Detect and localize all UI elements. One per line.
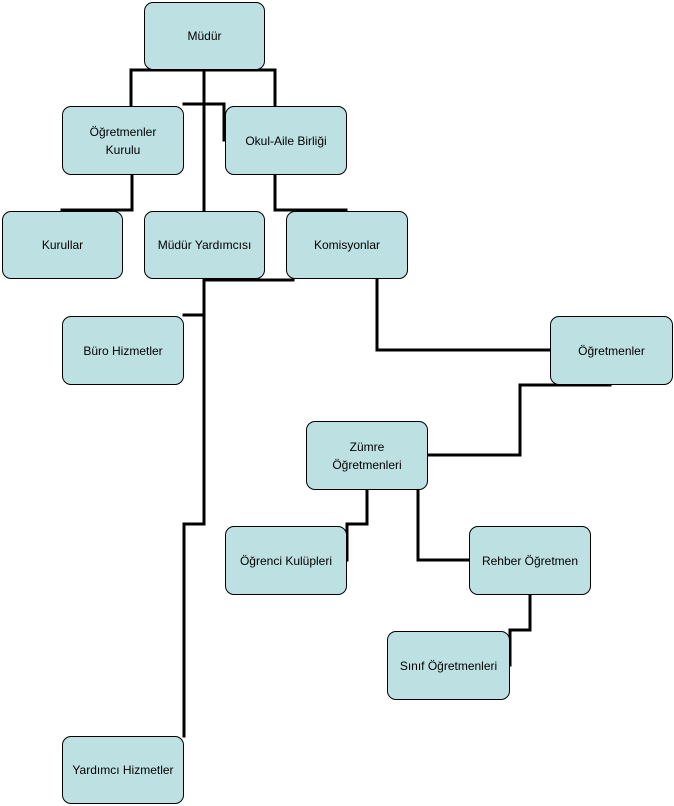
- node-rehber-ogretmen: Rehber Öğretmen: [469, 526, 591, 595]
- connector-okulaile-komisyonlar: [273, 173, 348, 212]
- node-mudur: Müdür: [144, 2, 265, 70]
- node-buro-hizmetler: Büro Hizmetler: [62, 316, 184, 385]
- connector-komisyonlar-ogretmenler: [375, 278, 552, 352]
- connector-yardimcisi-down: [182, 277, 206, 738]
- node-komisyonlar: Komisyonlar: [286, 211, 408, 279]
- node-okul-aile-birligi: Okul-Aile Birliği: [225, 106, 347, 175]
- node-sinif-ogretmenleri: Sınıf Öğretmenleri: [387, 631, 510, 700]
- connector-ogretmenler-zumre: [426, 383, 612, 457]
- connector-zumre-rehber: [416, 488, 471, 562]
- node-mudur-yardimcisi: Müdür Yardımcısı: [144, 211, 265, 279]
- node-zumre-ogretmenleri: Zümre Öğretmenleri: [306, 421, 428, 490]
- node-yardimci-hizmetler: Yardımcı Hizmetler: [62, 736, 184, 804]
- node-ogretmenler: Öğretmenler: [550, 316, 673, 385]
- connector-yardimcisi-bottom: [182, 277, 206, 317]
- connector-kurulu-kurullar: [60, 173, 134, 212]
- connector-rehber-sinif: [508, 593, 532, 667]
- node-ogrenci-kulupleri: Öğrenci Kulüpleri: [225, 526, 347, 595]
- node-kurullar: Kurullar: [2, 211, 123, 279]
- connector-zumre-kulupler: [345, 488, 369, 562]
- connector-mudur-crossbar: [182, 102, 226, 142]
- node-ogretmenler-kurulu: Öğretmenler Kurulu: [62, 106, 184, 175]
